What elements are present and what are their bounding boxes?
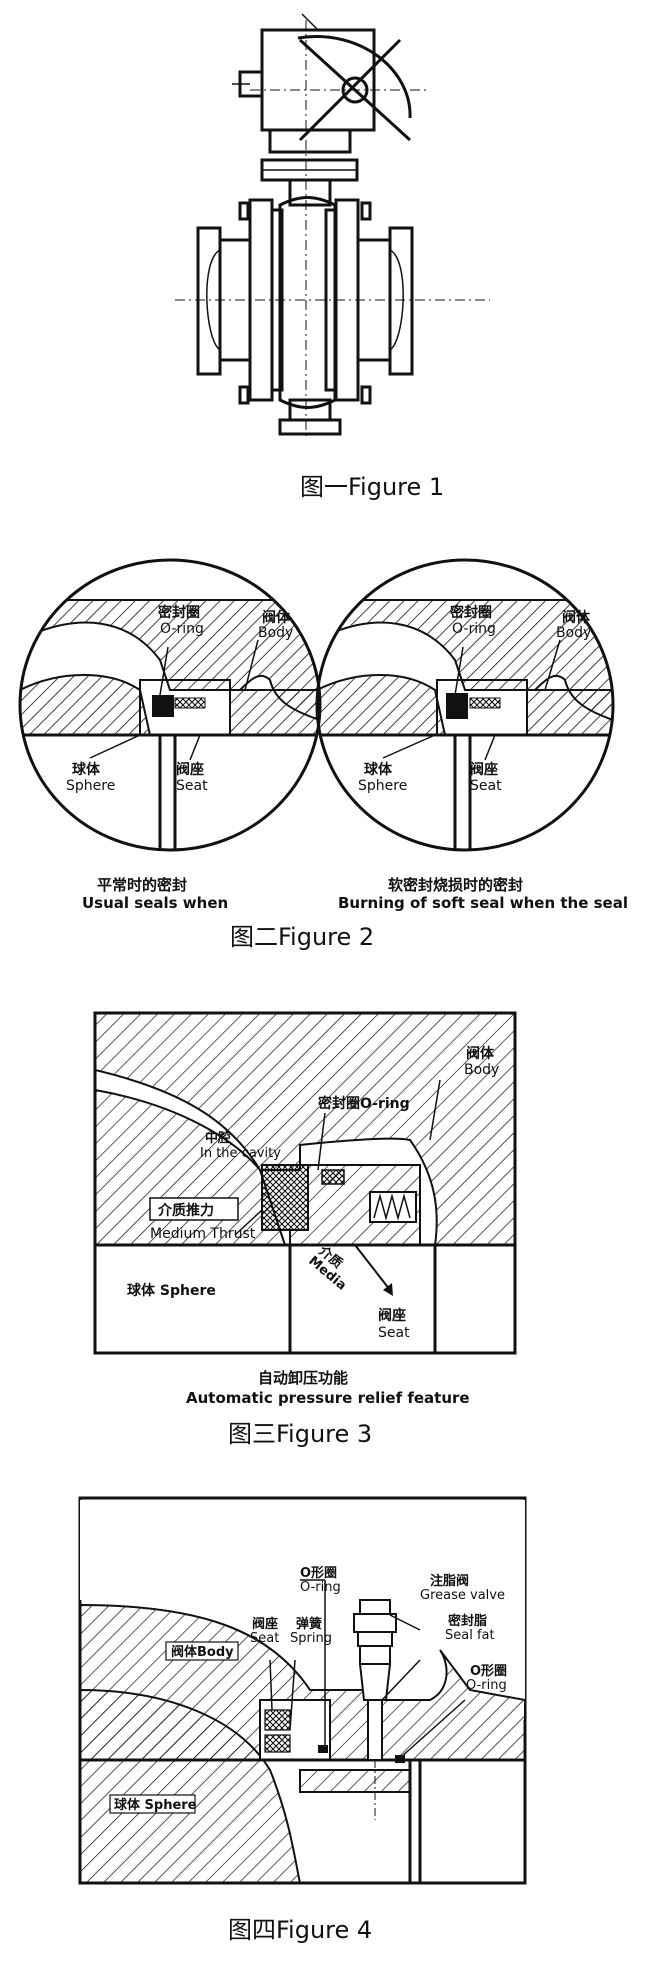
fig3-sub-cn: 自动卸压功能	[258, 1369, 348, 1387]
figure-4-detail	[78, 1496, 527, 1885]
fig3-oring: 密封圈O-ring	[317, 1095, 410, 1112]
fig4-sealfat-cn: 密封脂	[447, 1613, 487, 1629]
figure-2-caption: 图二Figure 2	[230, 923, 374, 951]
fig4-oring2-en: O-ring	[466, 1678, 507, 1693]
fig4-seat-cn: 阀座	[252, 1616, 278, 1632]
fig2-left-sphere-cn: 球体	[72, 761, 101, 778]
fig3-sub-en: Automatic pressure relief feature	[186, 1389, 470, 1407]
fig3-thrust-en: Medium Thrust	[150, 1226, 256, 1242]
fig2-left-seat-en: Seat	[176, 778, 208, 794]
fig3-seat-en: Seat	[378, 1325, 410, 1341]
fig4-sphere: 球体 Sphere	[114, 1797, 197, 1813]
figure-3-detail	[93, 1011, 517, 1355]
fig4-body: 阀体Body	[171, 1644, 234, 1660]
figure-4-caption: 图四Figure 4	[228, 1916, 372, 1944]
fig4-spring-en: Spring	[290, 1631, 332, 1646]
fig3-thrust-cn: 介质推力	[157, 1202, 214, 1219]
figure-2-left-detail	[18, 558, 322, 852]
fig2-right-body-en: Body	[556, 625, 591, 641]
fig4-oring1-en: O-ring	[300, 1580, 341, 1595]
fig3-seat-cn: 阀座	[378, 1307, 406, 1324]
fig3-sphere: 球体 Sphere	[127, 1282, 216, 1299]
figure-2-right-detail	[315, 558, 615, 852]
fig4-oring1-cn: O形圈	[300, 1566, 337, 1581]
fig2-right-seat-en: Seat	[470, 778, 502, 794]
fig2-right-sphere-cn: 球体	[364, 761, 393, 778]
figure-1-caption: 图一Figure 1	[300, 473, 444, 501]
fig2-left-sub-en: Usual seals when	[82, 894, 228, 912]
figure-3-caption: 图三Figure 3	[228, 1420, 372, 1448]
fig4-spring-cn: 弹簧	[296, 1616, 322, 1632]
fig4-seat-en: Seat	[250, 1631, 279, 1646]
fig4-sealfat-en: Seal fat	[445, 1628, 495, 1643]
fig2-left-body-en: Body	[258, 625, 293, 641]
fig2-right-sub-cn: 软密封烧损时的密封	[388, 876, 523, 894]
fig2-left-oring-cn: 密封圈	[157, 604, 200, 621]
fig2-left-sub-cn: 平常时的密封	[97, 876, 187, 894]
fig2-right-body-cn: 阀体	[562, 609, 591, 626]
fig3-cavity-cn: 中腔	[205, 1130, 231, 1146]
fig2-right-oring-en: O-ring	[452, 621, 496, 637]
fig2-left-seat-cn: 阀座	[176, 761, 204, 778]
fig3-body-en: Body	[464, 1062, 499, 1078]
figure-1-valve-drawing	[175, 13, 490, 440]
fig2-right-seat-cn: 阀座	[470, 761, 498, 778]
fig2-left-oring-en: O-ring	[160, 621, 204, 637]
fig4-grease-en: Grease valve	[420, 1588, 505, 1603]
fig4-grease-cn: 注脂阀	[430, 1573, 469, 1589]
fig2-left-body-cn: 阀体	[262, 609, 291, 626]
fig3-body-cn: 阀体	[466, 1045, 495, 1062]
fig4-oring2-cn: O形圈	[470, 1664, 507, 1679]
fig2-right-sphere-en: Sphere	[358, 778, 407, 794]
fig3-cavity-en: In the cavity	[200, 1146, 281, 1161]
fig2-left-sphere-en: Sphere	[66, 778, 115, 794]
fig2-right-sub-en: Burning of soft seal when the seal	[338, 894, 628, 912]
fig2-right-oring-cn: 密封圈	[449, 604, 492, 621]
